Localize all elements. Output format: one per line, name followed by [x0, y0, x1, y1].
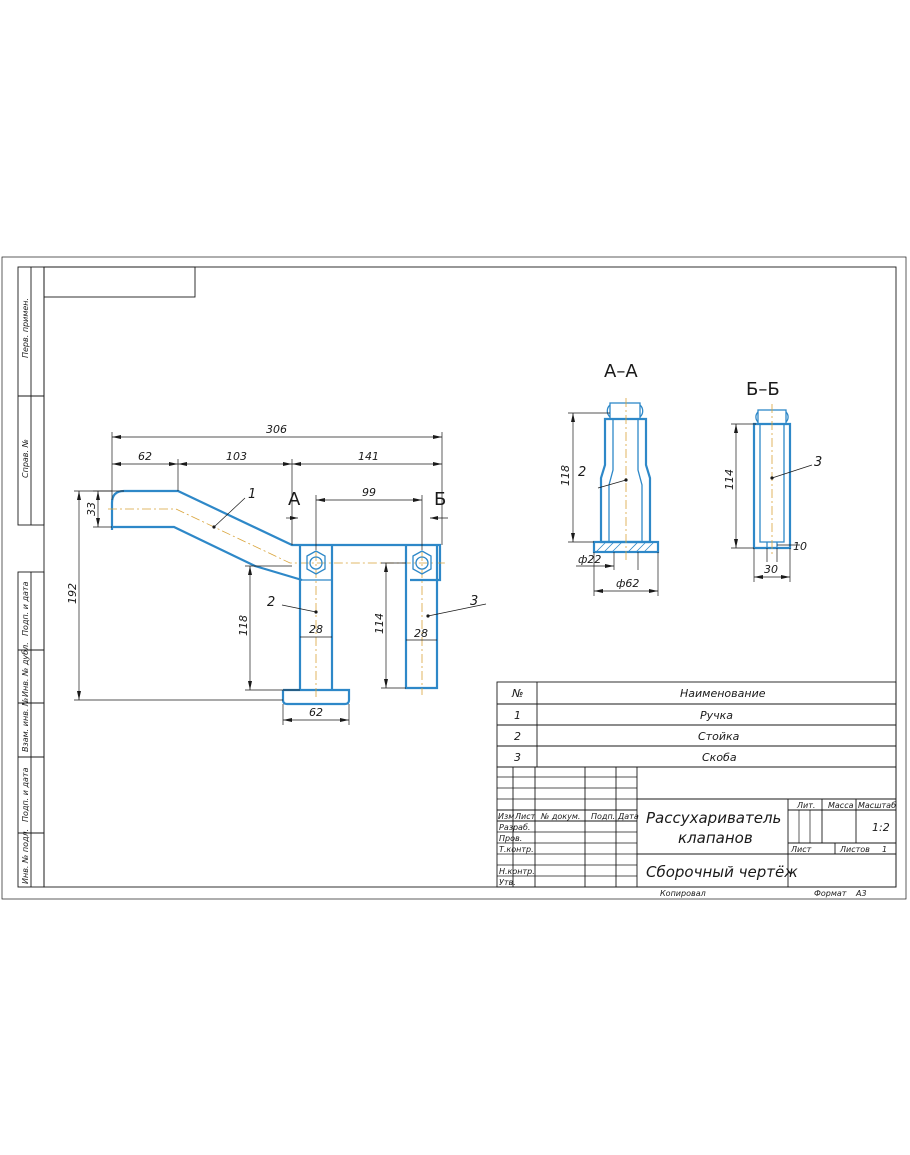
- margin-label: Инв. № дубл.: [21, 642, 30, 697]
- parts-header-name: Наименование: [680, 687, 766, 700]
- tb-role: Утв.: [499, 878, 516, 887]
- tb-sheets-value: 1: [882, 845, 887, 854]
- position-label-1: 1: [248, 487, 256, 502]
- parts-row-name: Ручка: [700, 709, 733, 722]
- margin-label: Подп. и дата: [21, 767, 30, 822]
- tb-role: Разраб.: [499, 823, 530, 832]
- tb-col-header: Дата: [617, 812, 639, 821]
- tb-sheet-label: Лист: [790, 845, 812, 854]
- main-view: 306 62 103 141 99 33 192 118 114 28 28 6…: [66, 423, 487, 725]
- dim-28-post: 28: [309, 623, 323, 636]
- dim-62-base: 62: [309, 706, 323, 719]
- bb-position-label-3: 3: [814, 455, 822, 470]
- tb-format-label: Формат: [814, 889, 847, 898]
- tb-mass-label: Масса: [828, 801, 854, 810]
- dim-33: 33: [85, 502, 98, 516]
- tb-col-header: Подп.: [591, 812, 615, 821]
- aa-dim-d62: ф62: [616, 577, 639, 590]
- hex-nut-icon: [306, 550, 326, 575]
- section-bb-title: Б–Б: [746, 379, 780, 400]
- dim-62: 62: [138, 450, 152, 463]
- bb-dim-30: 30: [764, 563, 778, 576]
- parts-row-name: Скоба: [702, 751, 737, 764]
- dim-28-bracket: 28: [414, 627, 428, 640]
- margin-label: Перв. примен.: [21, 298, 30, 358]
- parts-header-no: №: [511, 687, 523, 700]
- tb-scale-label: Масштаб: [858, 801, 896, 810]
- cut-label-a: А: [288, 489, 301, 510]
- tb-doc-type: Сборочный чертёж: [646, 863, 798, 881]
- dim-118: 118: [237, 615, 250, 636]
- margin-label: Подп. и дата: [21, 581, 30, 636]
- sheet-outer-border: [1, 256, 907, 900]
- bb-dim-10: 10: [793, 540, 807, 553]
- tb-sheets-label: Листов: [839, 845, 870, 854]
- handle-outline: [110, 489, 442, 582]
- dim-99: 99: [362, 486, 376, 499]
- tb-col-header: Лист: [514, 812, 536, 821]
- parts-row-no: 2: [514, 730, 521, 743]
- dim-192: 192: [66, 583, 79, 604]
- tb-name-line2: клапанов: [678, 829, 753, 847]
- tb-name-line1: Рассухариватель: [646, 809, 781, 827]
- margin-label: Взам. инв. №: [21, 698, 30, 752]
- section-bb: Б–Б 114 10 30 3: [723, 379, 822, 582]
- top-left-box: [43, 266, 196, 298]
- margin-label: Справ. №: [21, 439, 30, 478]
- aa-dim-118: 118: [559, 465, 572, 486]
- post-outline: [281, 545, 351, 706]
- position-label-3: 3: [470, 594, 478, 609]
- margin-label: Инв. № подл.: [21, 829, 30, 884]
- bb-dim-114: 114: [723, 469, 736, 490]
- dim-141: 141: [358, 450, 379, 463]
- aa-dim-d22: ф22: [578, 553, 601, 566]
- aa-position-label-2: 2: [578, 465, 586, 480]
- parts-row-name: Стойка: [698, 730, 740, 743]
- position-label-2: 2: [267, 595, 275, 610]
- tb-col-header: № докум.: [540, 812, 580, 821]
- tb-role: Н.контр.: [499, 867, 535, 876]
- cut-label-b: Б: [434, 489, 446, 510]
- section-aa: А–А 118: [559, 361, 660, 596]
- tb-col-header: Изм: [498, 812, 514, 821]
- dim-306: 306: [266, 423, 287, 436]
- tb-scale-value: 1:2: [872, 821, 890, 834]
- title-block: Изм Лист № докум. Подп. Дата Разраб. Про…: [496, 766, 897, 898]
- hex-nut-icon: [412, 550, 432, 575]
- bracket-outline: [404, 545, 439, 690]
- tb-role: Пров.: [499, 834, 522, 843]
- dim-114: 114: [373, 613, 386, 634]
- parts-row-no: 3: [514, 751, 521, 764]
- parts-row-no: 1: [514, 709, 521, 722]
- tb-lit-label: Лит.: [796, 801, 815, 810]
- tb-format-value: А3: [855, 889, 867, 898]
- parts-table: № Наименование 1 Ручка 2 Стойка 3 Скоба: [496, 681, 897, 768]
- side-margin: Перв. примен. Справ. № Подп. и дата Инв.…: [17, 266, 45, 888]
- dim-103: 103: [226, 450, 247, 463]
- section-aa-title: А–А: [604, 361, 638, 382]
- tb-copied: Копировал: [660, 889, 706, 898]
- tb-role: Т.контр.: [499, 845, 534, 854]
